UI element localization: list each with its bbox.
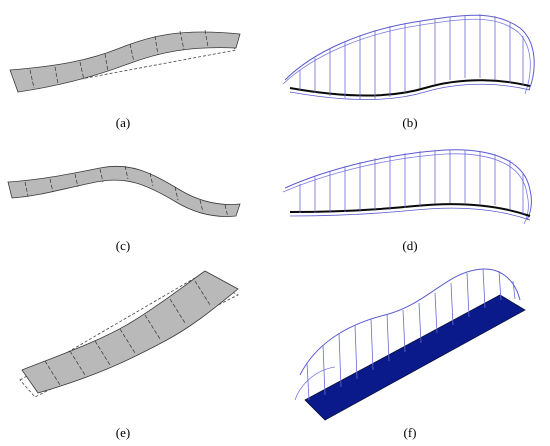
caption-a: (a) [115, 115, 131, 130]
deck-mode-a [9, 29, 241, 93]
arch-wireframe-b [282, 14, 535, 100]
caption-b: (b) [402, 115, 418, 130]
panel-f: (f) [275, 268, 550, 446]
deck-mode-c [7, 165, 241, 218]
panel-c: (c) [0, 140, 275, 275]
arch-torsion-f [294, 268, 526, 421]
panel-b: (b) [275, 0, 550, 140]
panel-a: (a) [0, 0, 275, 140]
panel-d: (d) [275, 140, 550, 275]
caption-d: (d) [402, 238, 418, 253]
caption-f: (f) [403, 425, 417, 440]
arch-wireframe-d [282, 149, 532, 225]
caption-c: (c) [115, 238, 131, 253]
panel-e: (e) [0, 270, 275, 446]
caption-e: (e) [115, 425, 131, 440]
deck-torsion-e [19, 270, 239, 398]
